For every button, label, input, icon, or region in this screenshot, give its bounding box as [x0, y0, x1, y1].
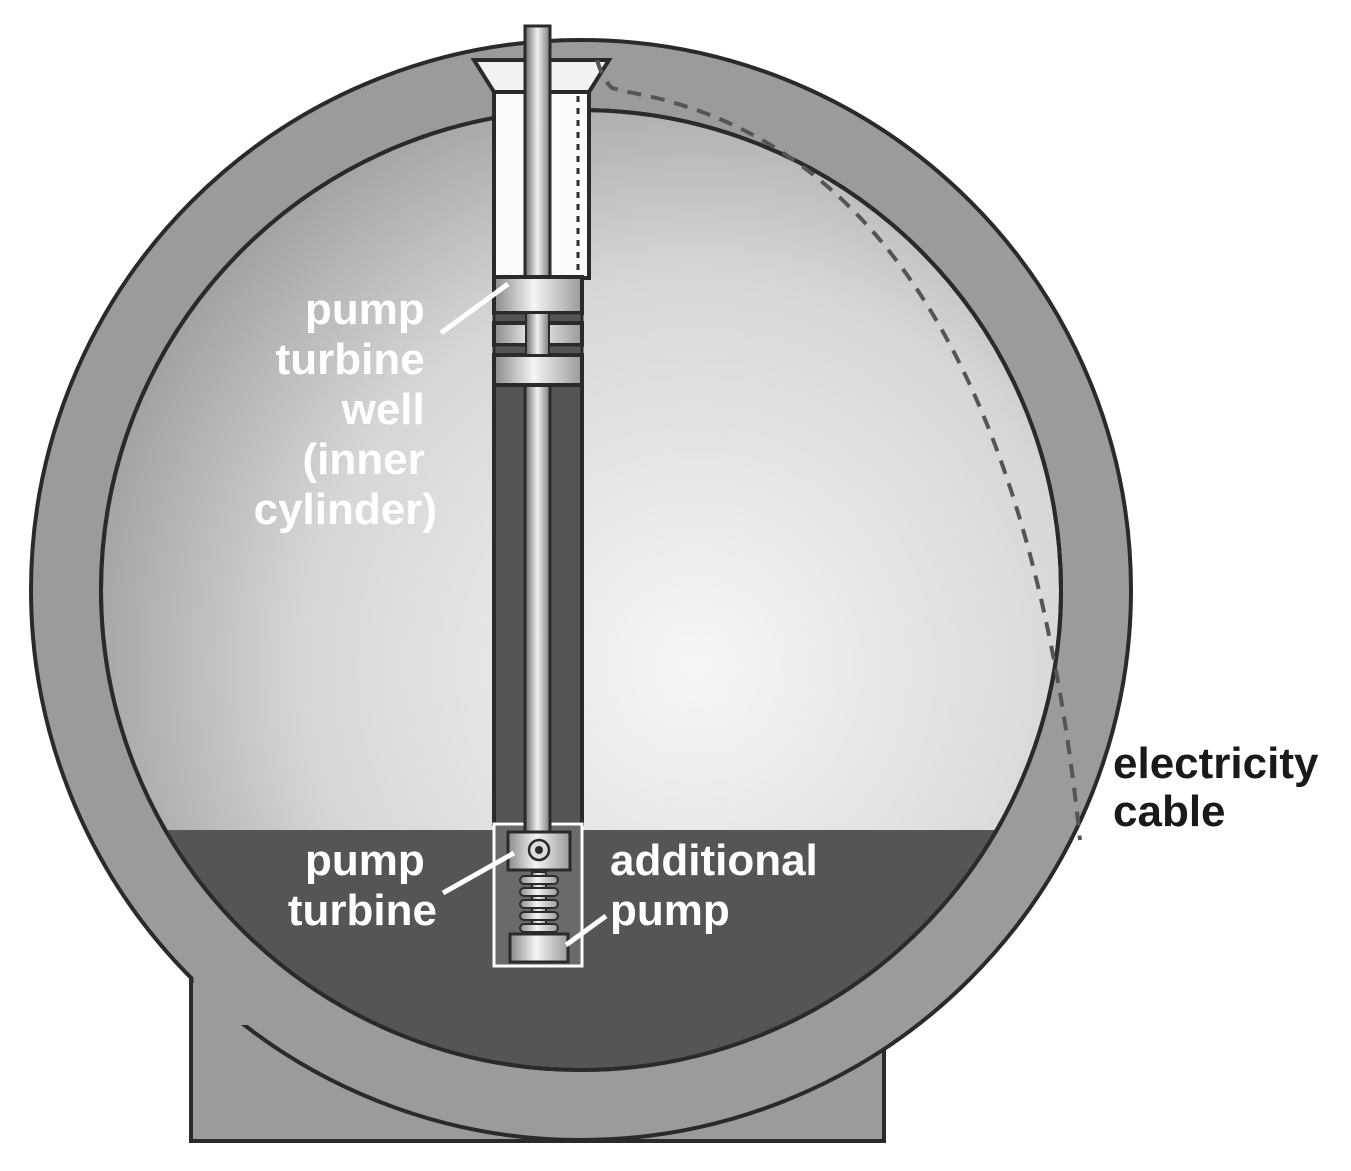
- well-label: pump turbine well (inner cylinder): [254, 285, 437, 534]
- electricity-cable-label: electricity cable: [1113, 739, 1331, 836]
- additional-pump-label: additional pump: [610, 836, 830, 935]
- lower-pump-turbine: [506, 830, 572, 872]
- additional-pump-screw: [519, 871, 559, 935]
- electricity-cable-path: [595, 59, 1082, 841]
- upper-pump-turbine-assembly: [492, 275, 584, 387]
- pump-turbine-label: pump turbine: [288, 836, 437, 935]
- additional-pump-label-leader: [564, 913, 608, 948]
- central-shaft: [523, 24, 552, 838]
- additional-pump-housing: [508, 932, 570, 964]
- turbine-label-leader: [441, 850, 516, 896]
- well-label-leader: [439, 281, 510, 336]
